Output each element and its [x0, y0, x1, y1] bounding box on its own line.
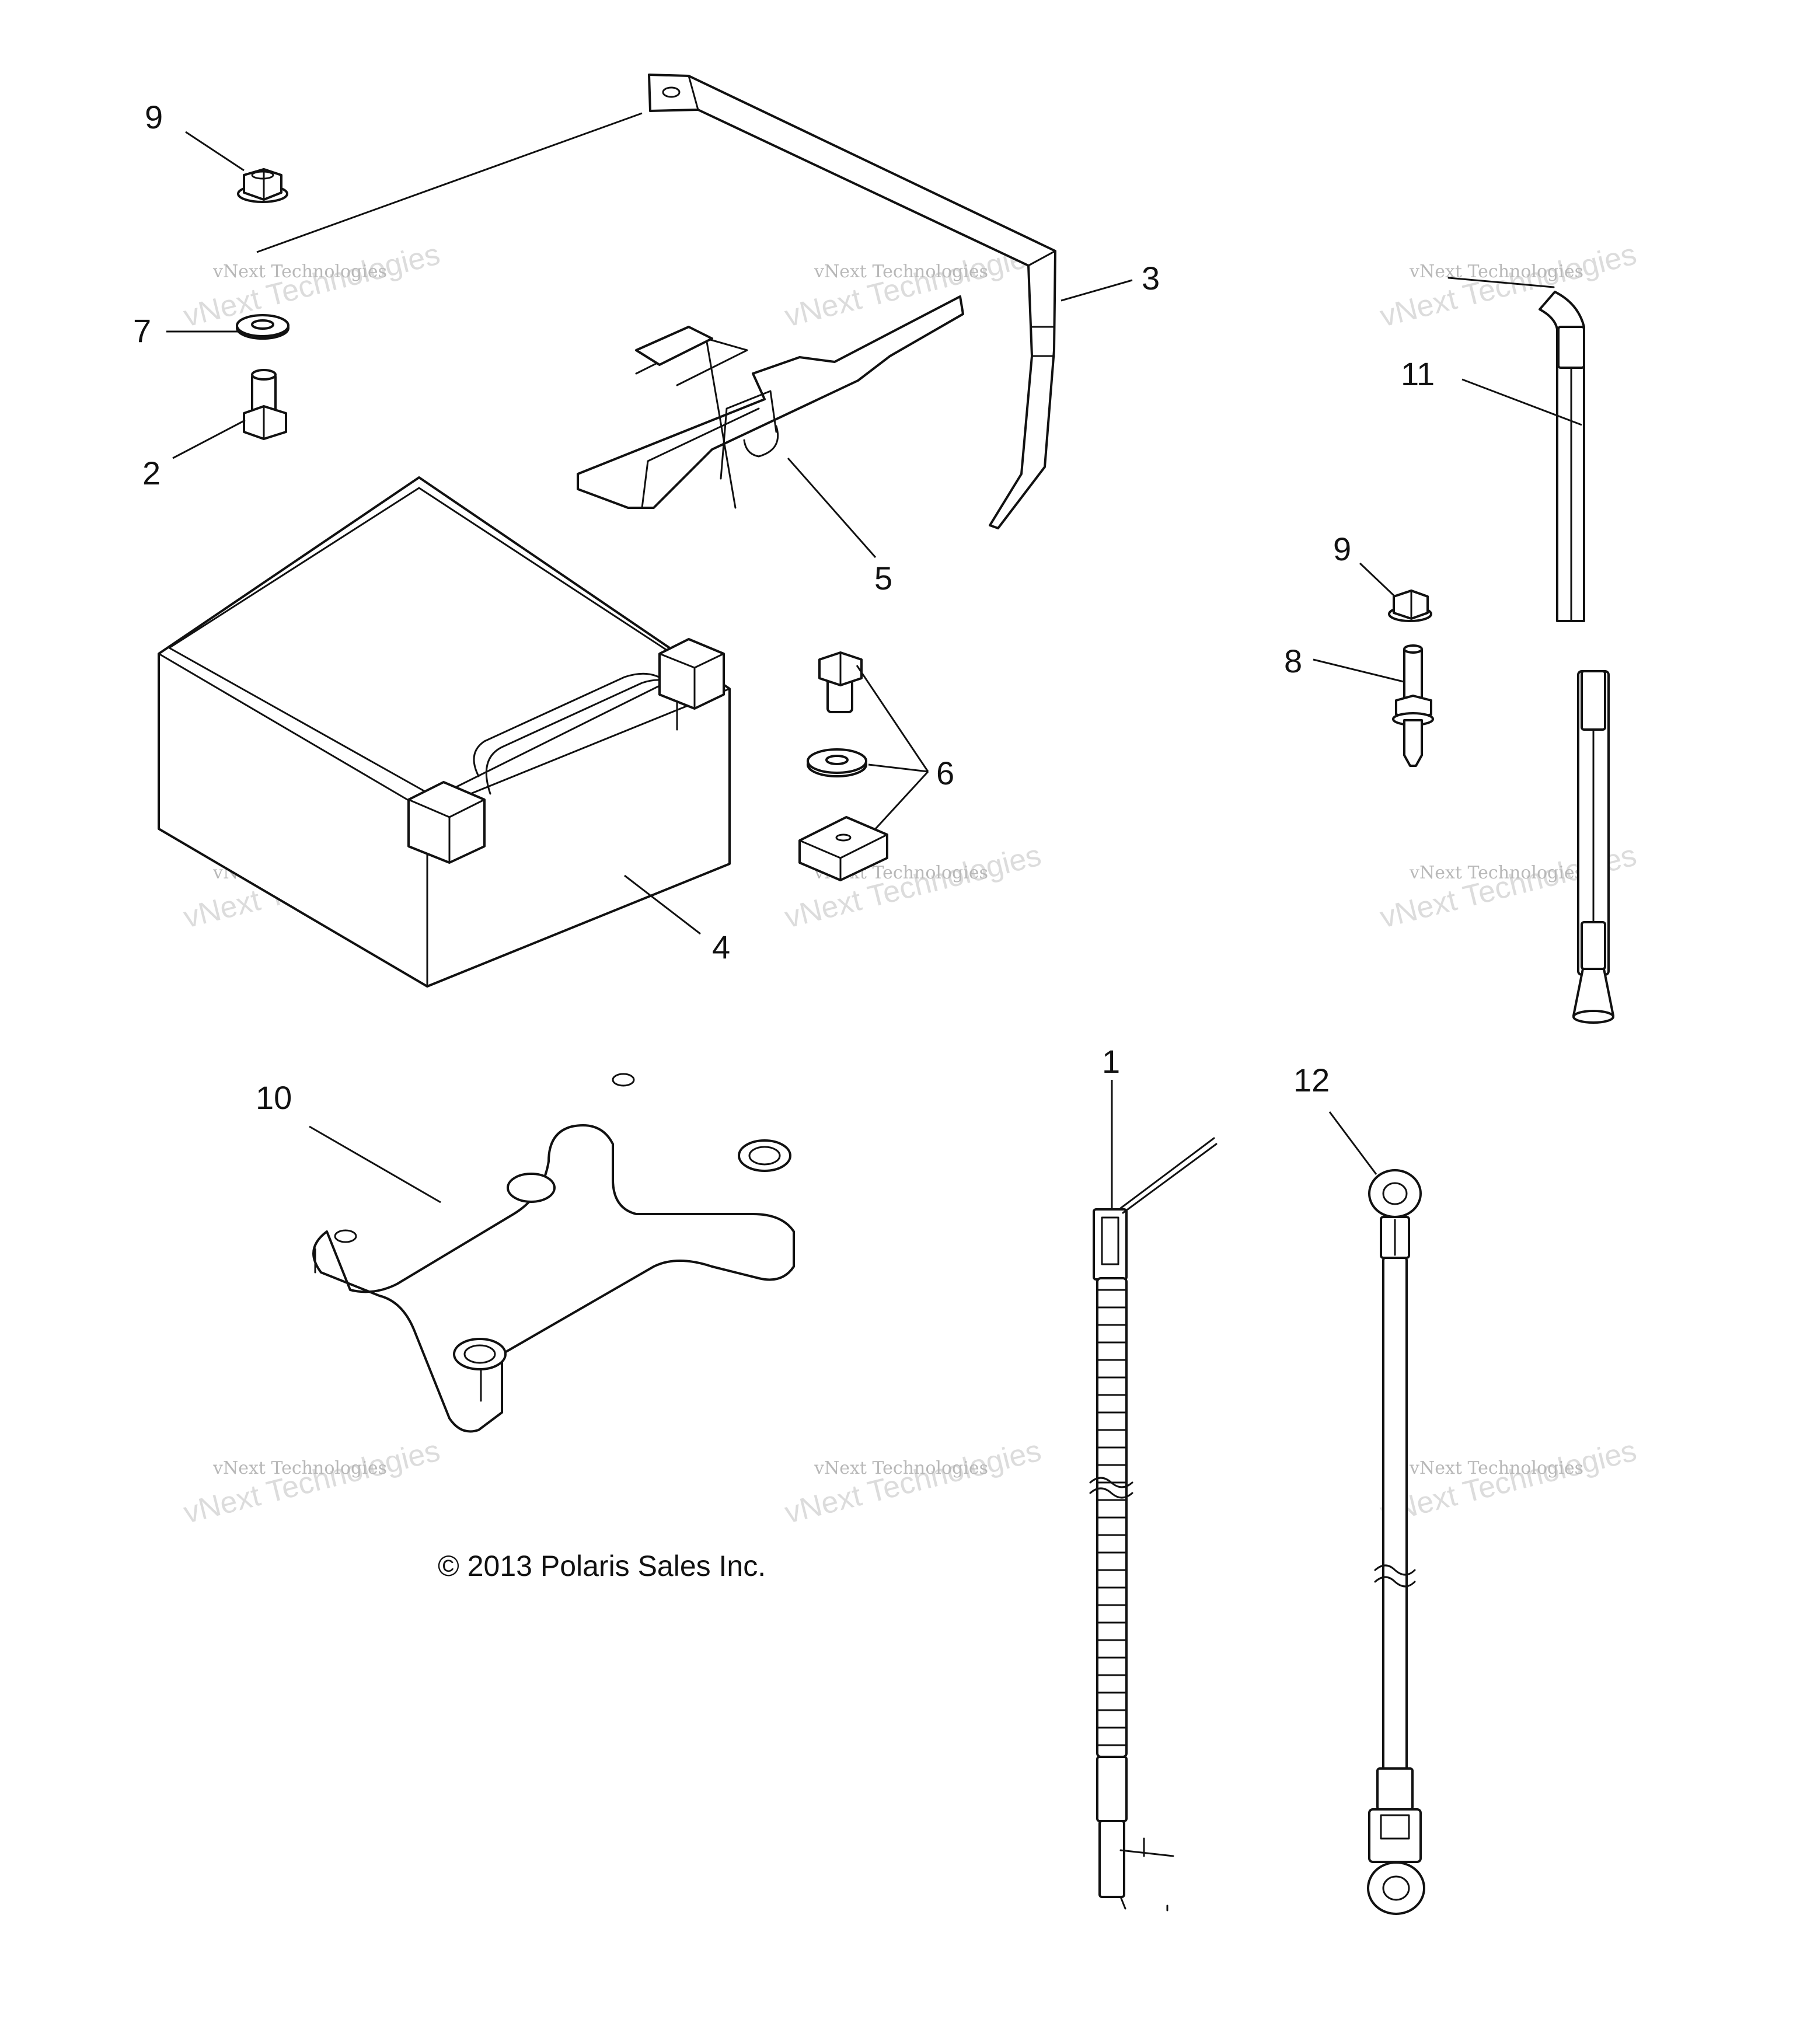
watermark-text: vNext Technologies — [180, 1434, 444, 1530]
callout-9: 9 — [1333, 531, 1351, 567]
lock-washer-part — [236, 314, 289, 340]
watermark-text: vNext Technologies — [1409, 261, 1583, 282]
watermark-text: vNext Technologies — [1377, 1434, 1640, 1530]
callout-12: 12 — [1293, 1062, 1330, 1098]
callout-5: 5 — [874, 560, 892, 597]
leader-lines — [166, 112, 1582, 1209]
ground-cable-part — [1367, 1169, 1425, 1915]
watermark-text: vNext Technologies — [814, 1458, 988, 1478]
watermark-text: vNext Technologies — [814, 261, 988, 282]
callout-2: 2 — [142, 455, 161, 491]
hold-down-bracket-part — [648, 74, 1056, 529]
watermark: vNext Technologies vNext Technologies — [1377, 1434, 1640, 1530]
flange-nut-part — [1388, 590, 1432, 622]
watermark-text: vNext Technologies — [212, 1458, 387, 1478]
callout-4: 4 — [712, 929, 730, 965]
battery-part — [158, 476, 731, 988]
positive-cable-part — [1089, 1137, 1218, 1912]
watermark: vNext Technologies vNext Technologies — [782, 1434, 1045, 1530]
watermark-text: vNext Technologies — [782, 1434, 1045, 1530]
callout-10: 10 — [256, 1079, 292, 1116]
copyright-notice: © 2013 Polaris Sales Inc. — [438, 1550, 766, 1582]
callout-1: 1 — [1102, 1043, 1120, 1080]
callout-7: 7 — [133, 312, 151, 349]
callout-8: 8 — [1284, 643, 1302, 679]
callout-6: 6 — [936, 755, 954, 791]
callout-3: 3 — [1142, 260, 1160, 297]
watermark: vNext Technologies vNext Technologies — [180, 238, 444, 334]
watermark-text: vNext Technologies — [1377, 238, 1640, 334]
vent-tube-part — [1447, 277, 1614, 1024]
watermark: vNext Technologies vNext Technologies — [1377, 238, 1640, 334]
terminal-hardware-part — [798, 651, 888, 881]
bolt-part — [243, 369, 287, 440]
watermark-text: vNext Technologies — [1409, 1458, 1583, 1478]
callouts: 9 7 2 3 5 4 6 11 9 8 10 1 12 — [133, 99, 1435, 1116]
battery-cover-part — [577, 295, 964, 509]
watermark: vNext Technologies vNext Technologies — [180, 1434, 444, 1530]
watermark-text: vNext Technologies — [1409, 863, 1583, 883]
flange-nut-part — [237, 168, 288, 203]
watermark-text: vNext Technologies — [180, 238, 444, 334]
stud-part — [1392, 644, 1434, 767]
callout-9: 9 — [145, 99, 163, 135]
callout-11: 11 — [1401, 355, 1435, 392]
watermark-text: vNext Technologies — [212, 261, 387, 282]
mounting-plate-part — [312, 1073, 795, 1433]
